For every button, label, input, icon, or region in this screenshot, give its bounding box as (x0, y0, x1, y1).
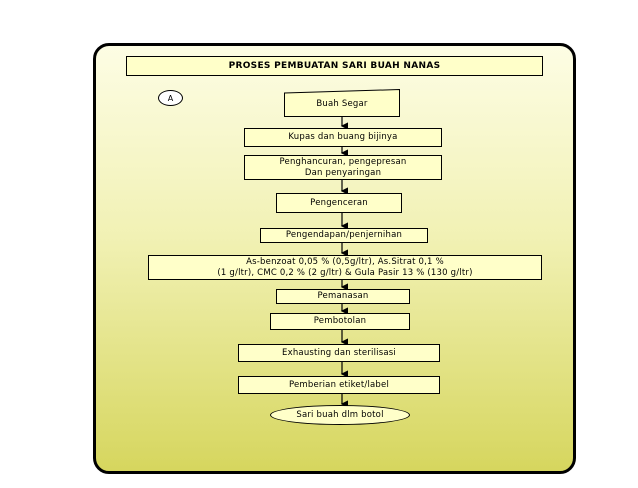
step-sari-buah-final: Sari buah dlm botol (270, 405, 410, 425)
step-label-line2: (1 g/ltr), CMC 0,2 % (2 g/ltr) & Gula Pa… (217, 267, 473, 278)
step-pengendapan: Pengendapan/penjernihan (260, 228, 428, 243)
step-pemberian-etiket: Pemberian etiket/label (238, 376, 440, 394)
step-label: Exhausting dan sterilisasi (282, 347, 396, 358)
step-exhausting: Exhausting dan sterilisasi (238, 344, 440, 362)
step-pembotolan: Pembotolan (270, 313, 410, 330)
step-label: Pengenceran (310, 197, 368, 208)
step-kupas: Kupas dan buang bijinya (244, 128, 442, 147)
step-label: Pemberian etiket/label (288, 379, 390, 390)
step-label: Kupas dan buang bijinya (288, 132, 398, 142)
step-label: Pemanasan (317, 291, 369, 301)
step-pengenceran: Pengenceran (276, 193, 402, 213)
step-pemanasan: Pemanasan (276, 289, 410, 304)
step-label: Sari buah dlm botol (296, 409, 384, 420)
step-label-line1: Penghancuran, pengepresan (279, 156, 407, 167)
step-penghancuran: Penghancuran, pengepresan Dan penyaringa… (244, 155, 442, 180)
step-label-line2: Dan penyaringan (304, 167, 382, 178)
diagram-title: PROSES PEMBUATAN SARI BUAH NANAS (126, 56, 543, 76)
step-label-line1: As-benzoat 0,05 % (0,5g/ltr), As.Sitrat … (246, 256, 444, 267)
step-buah-segar: Buah Segar (284, 92, 400, 117)
step-bahan-tambahan: As-benzoat 0,05 % (0,5g/ltr), As.Sitrat … (148, 255, 542, 280)
connector-marker: A (158, 90, 183, 106)
step-label: Buah Segar (316, 99, 368, 109)
step-buah-segar-shape (284, 89, 400, 117)
step-label: Pembotolan (313, 316, 367, 326)
step-label: Pengendapan/penjernihan (285, 230, 403, 240)
